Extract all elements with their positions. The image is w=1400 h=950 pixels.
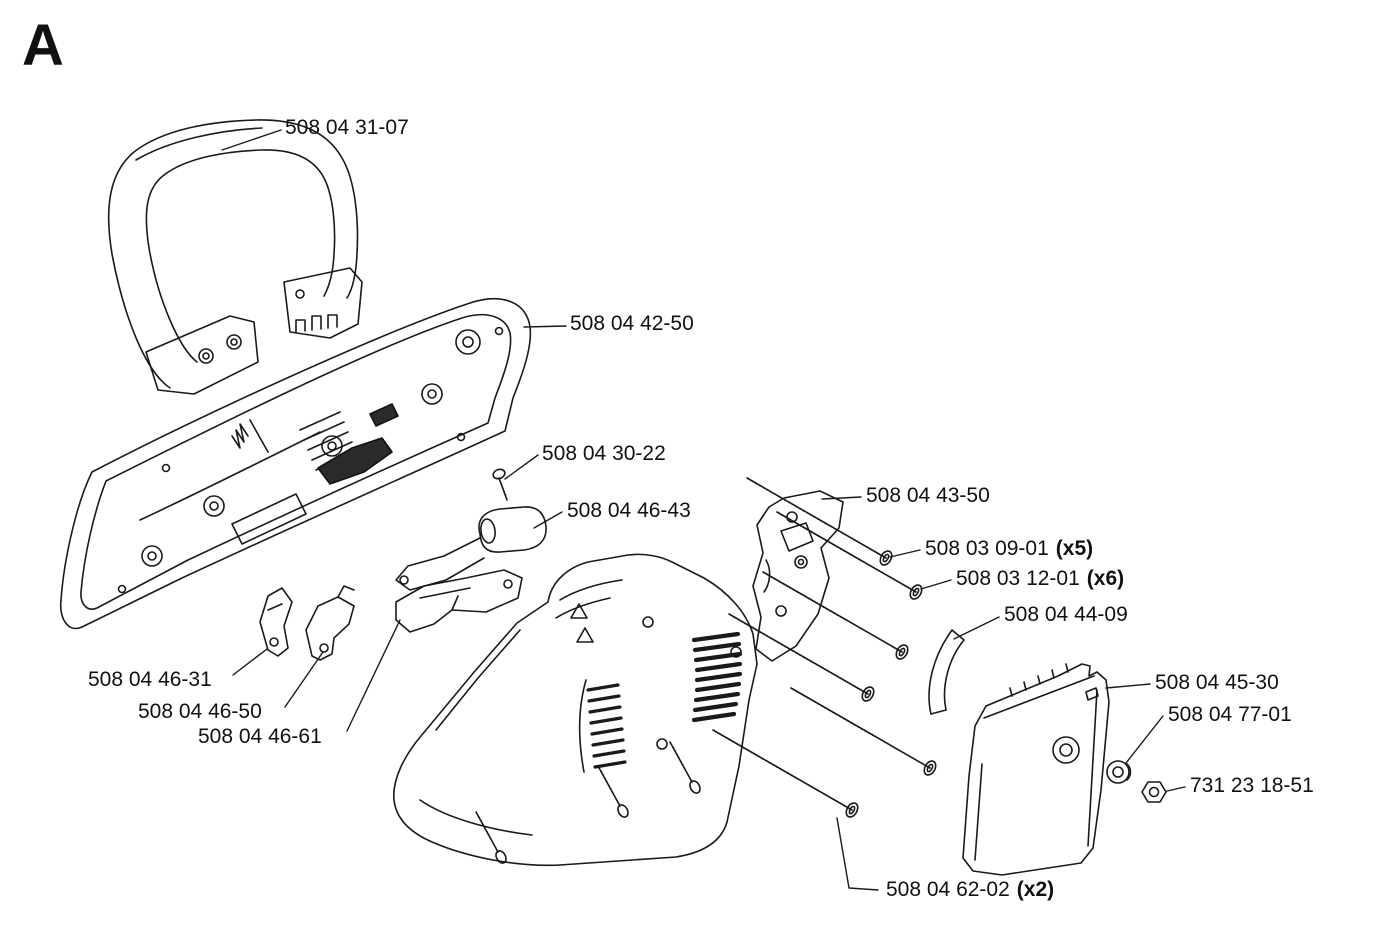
part-label-508-04-30-22: 508 04 30-22 <box>542 442 666 466</box>
leader-lines <box>221 129 1186 891</box>
part-label-508-04-77-01: 508 04 77-01 <box>1168 703 1292 727</box>
part-label-508-03-09-01: 508 03 09-01 (x5) <box>925 537 1093 561</box>
part-label-508-04-46-50: 508 04 46-50 <box>138 700 262 724</box>
part-number: 508 04 43-50 <box>866 484 990 507</box>
part-label-508-04-46-61: 508 04 46-61 <box>198 725 322 749</box>
part-number: 508 04 46-50 <box>138 700 262 723</box>
part-number: 508 04 46-43 <box>567 499 691 522</box>
part-number: 508 03 12-01 <box>956 567 1080 590</box>
part-number: 508 04 44-09 <box>1004 603 1128 626</box>
part-label-508-04-43-50: 508 04 43-50 <box>866 484 990 508</box>
part-label-508-04-45-30: 508 04 45-30 <box>1155 671 1279 695</box>
latch-1-drawing <box>259 587 293 657</box>
screw-set-drawing <box>712 477 937 818</box>
part-number: 508 04 46-61 <box>198 725 322 748</box>
latch-2-drawing <box>305 585 355 661</box>
front-handle-drawing <box>107 119 363 395</box>
part-label-508-04-46-43: 508 04 46-43 <box>567 499 691 523</box>
part-number: 508 04 46-31 <box>88 668 212 691</box>
section-letter: A <box>22 13 65 78</box>
nut-drawing <box>1141 781 1167 803</box>
part-label-508-04-42-50: 508 04 42-50 <box>570 312 694 336</box>
part-number: 508 03 09-01 <box>925 537 1049 560</box>
part-qty: (x5) <box>1055 537 1094 560</box>
top-cover-drawing <box>59 298 532 630</box>
part-number: 508 04 30-22 <box>542 442 666 465</box>
part-number: 731 23 18-51 <box>1190 774 1314 797</box>
small-screw-drawing <box>492 468 508 501</box>
part-number: 508 04 45-30 <box>1155 671 1279 694</box>
part-qty: (x2) <box>1016 878 1055 901</box>
part-label-508-03-12-01: 508 03 12-01 (x6) <box>956 567 1124 591</box>
part-label-508-04-46-31: 508 04 46-31 <box>88 668 212 692</box>
cylinder-part-drawing <box>395 506 547 591</box>
part-number: 508 04 42-50 <box>570 312 694 335</box>
part-label-508-04-44-09: 508 04 44-09 <box>1004 603 1128 627</box>
part-label-731-23-18-51: 731 23 18-51 <box>1190 774 1314 798</box>
part-number: 508 04 77-01 <box>1168 703 1292 726</box>
part-number: 508 04 31-07 <box>285 116 409 139</box>
part-qty: (x6) <box>1086 567 1125 590</box>
engine-body-drawing <box>393 553 758 867</box>
part-label-508-04-31-07: 508 04 31-07 <box>285 116 409 140</box>
brake-lever-drawing <box>395 569 523 633</box>
knob-drawing <box>1106 760 1132 784</box>
part-label-508-04-62-02: 508 04 62-02 (x2) <box>886 878 1054 902</box>
curved-strip-drawing <box>928 629 965 715</box>
part-number: 508 04 62-02 <box>886 878 1010 901</box>
side-cover-drawing <box>962 663 1110 876</box>
